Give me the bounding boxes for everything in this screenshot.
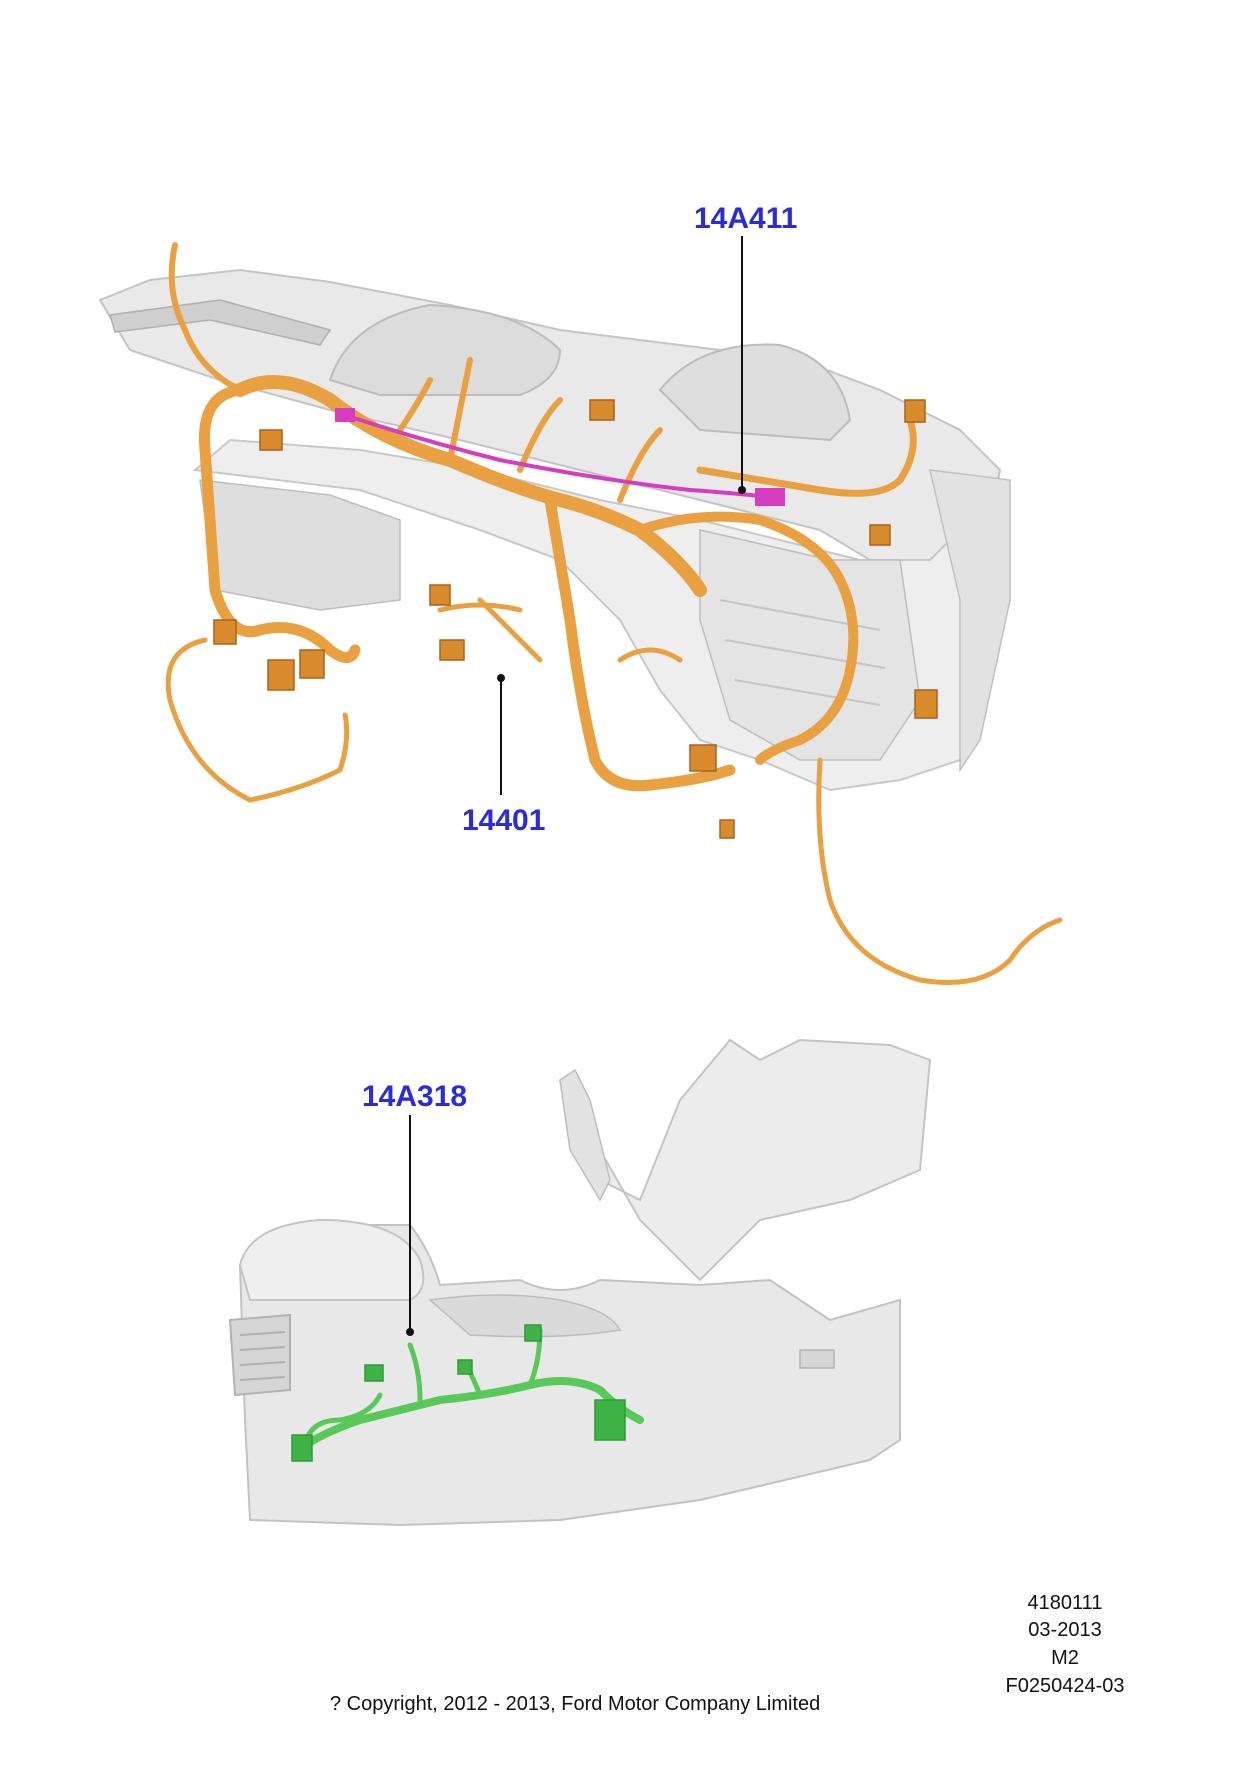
connector (594, 1399, 626, 1441)
console-connectors (291, 1324, 626, 1462)
harness-right-upper (696, 416, 917, 497)
connector (429, 584, 451, 606)
console-wiring-harness (301, 1327, 644, 1449)
harness-right-tail (816, 757, 1063, 985)
figure-code: F0250424-03 (1005, 1675, 1125, 1697)
defroster-vent (109, 299, 332, 346)
callout-14401: 14401 (462, 804, 546, 837)
side-switch (799, 1349, 835, 1369)
glovebox-area (199, 479, 401, 611)
leader-dot-14a411 (738, 486, 746, 494)
connector (213, 619, 237, 645)
harness-top-left-lead (168, 242, 243, 393)
magenta-connector-right (755, 488, 785, 506)
model-code: M2 (1051, 1647, 1079, 1669)
harness-connectors (213, 399, 938, 839)
center-console-illustration (228, 1038, 932, 1527)
issue-date: 03-2013 (1028, 1619, 1102, 1641)
connector (299, 649, 325, 679)
connector (689, 744, 717, 772)
leader-dot-14a318 (406, 1328, 414, 1336)
connector (291, 1434, 313, 1462)
leader-dot-14401 (497, 674, 505, 682)
harness-mid-branch (437, 597, 683, 663)
harness-right-branch (635, 511, 859, 765)
connector (904, 399, 926, 423)
main-wiring-harness (165, 242, 1063, 985)
console-upper-trim (559, 1038, 932, 1282)
connector (589, 399, 615, 421)
copyright-notice: ? Copyright, 2012 - 2013, Ford Motor Com… (330, 1693, 821, 1715)
console-harness-main (301, 1377, 644, 1449)
right-end-panel (929, 469, 1011, 773)
connector (439, 639, 465, 661)
console-shift-pillar (559, 1068, 611, 1202)
callout-14a318: 14A318 (362, 1080, 468, 1113)
connector (259, 429, 283, 451)
connector (364, 1364, 384, 1382)
overlay-harness-14a411 (335, 408, 785, 506)
armrest (238, 1218, 425, 1301)
harness-left-tail (165, 637, 350, 803)
connector (719, 819, 735, 839)
connector (267, 659, 295, 691)
callout-14a411: 14A411 (694, 202, 798, 235)
illustration-number: 4180111 (1027, 1592, 1103, 1614)
dashboard-hump-right (658, 343, 852, 442)
harness-upper-branches (397, 357, 663, 503)
connector (914, 689, 938, 719)
dashboard-hump-center (328, 303, 562, 396)
rear-vent-slats (239, 1331, 286, 1381)
connector (869, 524, 891, 546)
magenta-connector-left (335, 408, 355, 422)
harness-left-loop (198, 384, 361, 663)
magenta-wire (344, 413, 761, 498)
connector (524, 1324, 542, 1342)
harness-center-down (544, 494, 736, 792)
connector (457, 1359, 473, 1375)
rear-vent (228, 1313, 291, 1397)
console-harness-left (302, 1392, 383, 1448)
